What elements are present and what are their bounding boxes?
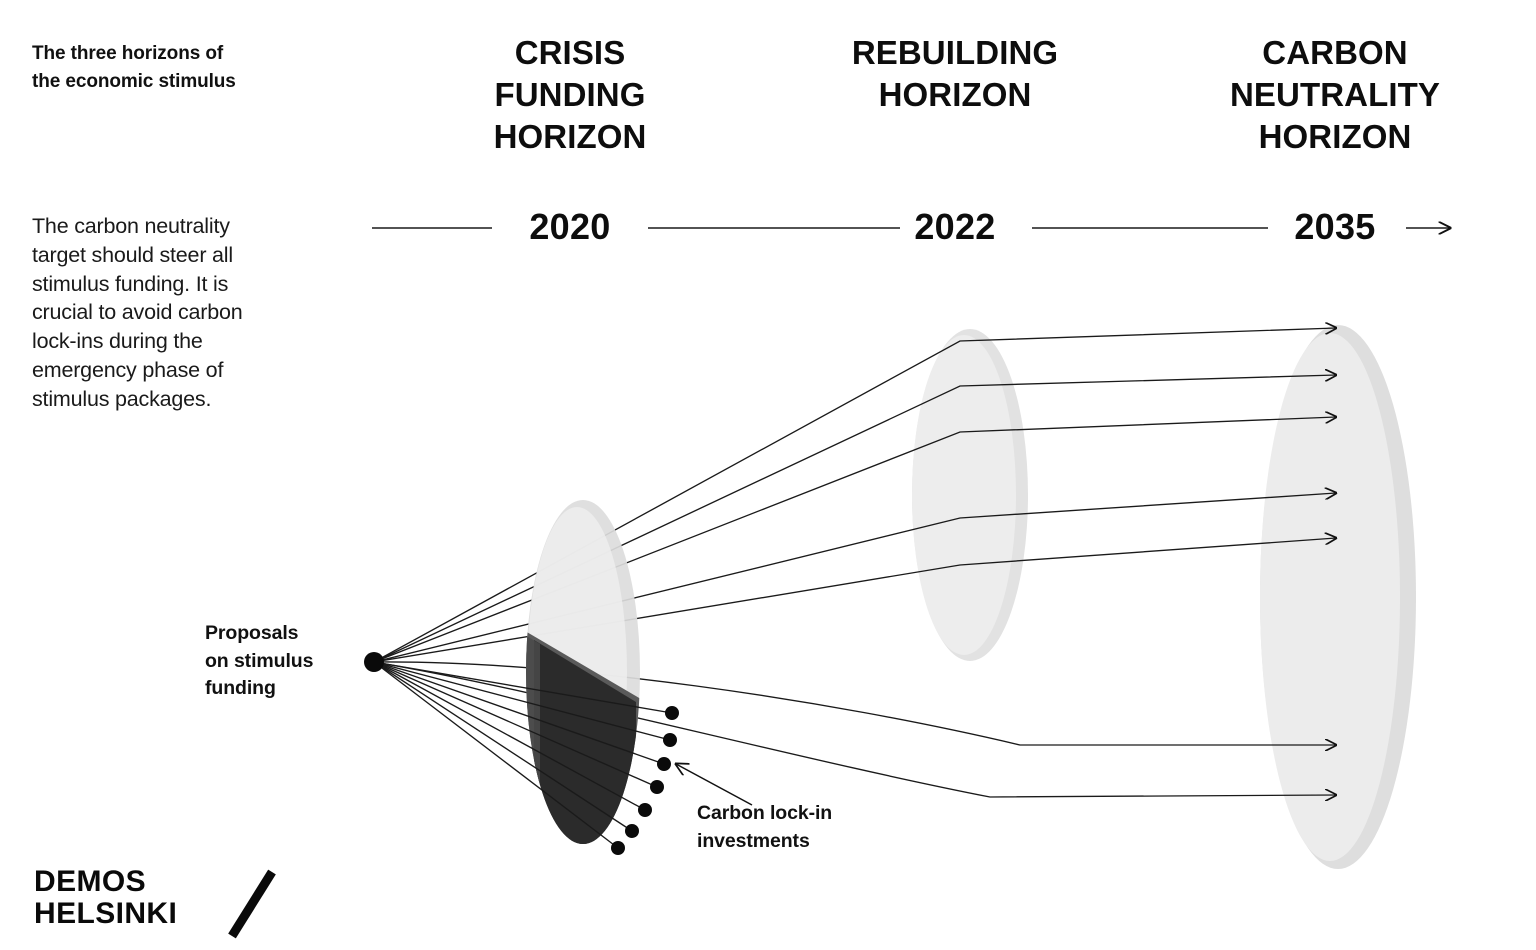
horizon-heading-line: HORIZON [1258, 118, 1412, 156]
carbon-lockin-dead-end-lines [373, 661, 673, 849]
body-line: emergency phase of [32, 357, 224, 382]
pathway-line-1 [373, 328, 1336, 663]
pathway-line-2 [373, 375, 1336, 663]
lockin-dot-4 [650, 780, 664, 794]
body-paragraph: The carbon neutrality target should stee… [32, 212, 312, 414]
lockin-dot-5 [638, 803, 652, 817]
pathway-line-6 [373, 661, 1336, 745]
horizon-heading-line: HORIZON [493, 118, 647, 156]
lockin-line-7 [373, 661, 619, 849]
pathway-lines-to-2035 [373, 328, 1336, 797]
label-line: Carbon lock-in [697, 802, 833, 824]
demos-helsinki-logo: DEMOS HELSINKI [34, 865, 284, 938]
pathway-line-7 [373, 661, 1336, 797]
pathway-line-4 [373, 493, 1336, 663]
lockin-dot-3 [657, 757, 671, 771]
body-line: crucial to avoid carbon [32, 300, 243, 325]
label-carbon-lockin-investments: Carbon lock-in investments [697, 800, 927, 855]
logo-slash-icon [228, 869, 276, 939]
lockin-dot-1 [665, 706, 679, 720]
horizon-heading-line: REBUILDING [851, 34, 1059, 71]
body-line: The carbon neutrality [32, 214, 230, 238]
lockin-dot-6 [625, 824, 639, 838]
logo-line: HELSINKI [34, 897, 178, 931]
horizon-heading-line: FUNDING [494, 76, 646, 114]
horizon-heading-carbon-neutrality: CARBON NEUTRALITY HORIZON [1185, 32, 1485, 159]
timeline-year-2035: 2035 [1294, 206, 1376, 247]
carbon-lockin-dead-end-dots [611, 706, 679, 855]
body-line: target should steer all [32, 242, 233, 267]
label-line: Proposals [205, 622, 299, 644]
lockin-dot-2 [663, 733, 677, 747]
body-line: stimulus packages. [32, 386, 212, 411]
pathway-line-3 [373, 417, 1336, 663]
pathway-line-5 [373, 538, 1336, 663]
horizon-heading-line: NEUTRALITY [1230, 76, 1440, 114]
page-title-line: the economic stimulus [32, 70, 236, 92]
lockin-line-2 [373, 661, 671, 741]
logo-wordmark: DEMOS HELSINKI [34, 865, 178, 931]
lockin-callout-arrow-icon [676, 764, 753, 806]
lockin-line-1 [373, 661, 673, 714]
horizon-disk-carbon-neutrality [1260, 325, 1416, 869]
page-title-line: The three horizons of [32, 43, 224, 64]
label-line: investments [697, 829, 810, 852]
horizon-heading-rebuilding: REBUILDING HORIZON [805, 32, 1105, 116]
origin-node [364, 652, 384, 672]
label-proposals-on-stimulus-funding: Proposals on stimulus funding [205, 620, 355, 703]
lockin-line-4 [373, 661, 658, 788]
page-title: The three horizons of the economic stimu… [32, 40, 332, 95]
lockin-line-3 [373, 661, 665, 765]
lockin-line-6 [373, 661, 633, 832]
label-line: on stimulus [205, 649, 314, 672]
lockin-line-5 [373, 661, 646, 811]
body-line: lock-ins during the [32, 329, 203, 354]
label-line: funding [205, 677, 276, 700]
timeline-year-2020: 2020 [529, 206, 611, 247]
horizon-heading-crisis-funding: CRISIS FUNDING HORIZON [420, 32, 720, 159]
horizon-disk-rebuilding [912, 329, 1028, 661]
horizon-heading-line: CARBON [1262, 34, 1408, 71]
horizon-heading-line: CRISIS [514, 34, 626, 71]
timeline-year-2022: 2022 [914, 206, 996, 247]
lockin-dot-7 [611, 841, 625, 855]
horizon-heading-line: HORIZON [878, 76, 1032, 114]
logo-line: DEMOS [34, 865, 147, 898]
body-line: stimulus funding. It is [32, 271, 229, 296]
